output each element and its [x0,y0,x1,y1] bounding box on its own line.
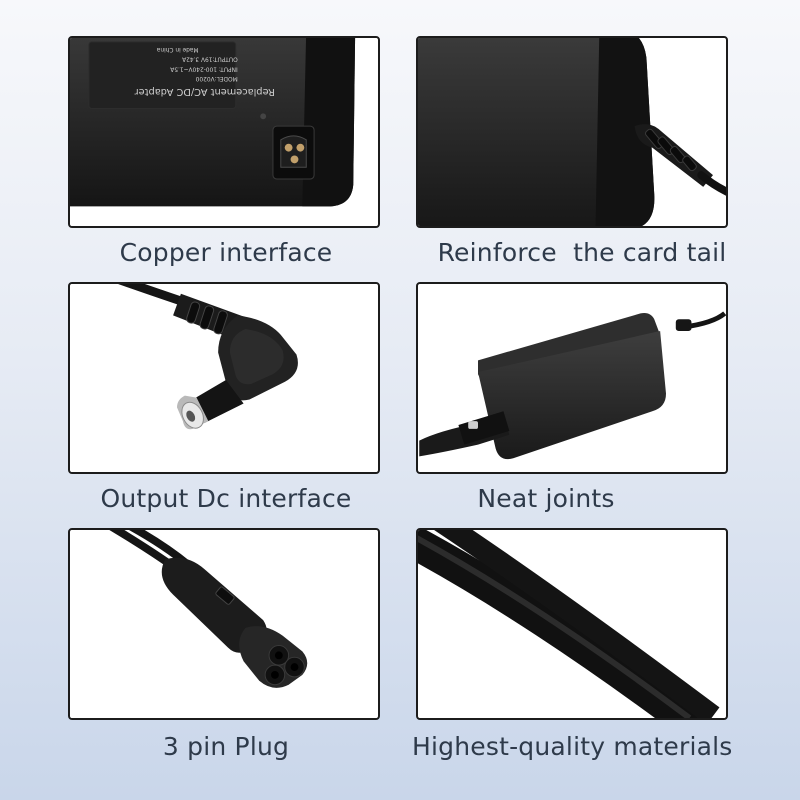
label-line-4: OUTPUT:19V 3.42A [182,56,238,62]
caption-highest-quality-materials: Highest-quality materials [412,732,733,761]
cable-closeup-image [418,530,725,718]
adapter-label-and-socket-image: Replacement AC/DC Adapter MODEL:V0200 IN… [70,38,377,226]
label-line-3: INPUT: 100-240V~1.5A [170,65,237,71]
caption-copper-interface: Copper interface [119,238,333,267]
label-line-5: Made in China [156,46,198,52]
photo-copper-interface: Replacement AC/DC Adapter MODEL:V0200 IN… [68,36,380,228]
cloverleaf-3-pin-connector-image [71,530,377,718]
photo-3-pin-plug [68,528,380,720]
label-line-2: MODEL:V0200 [195,75,237,81]
photo-neat-joints [416,282,728,474]
label-line-1: Replacement AC/DC Adapter [134,86,275,97]
adapter-brick-overview-image [419,284,726,472]
photo-highest-quality-materials [416,528,728,720]
caption-neat-joints: Neat joints [477,484,615,513]
caption-reinforce-card-tail: Reinforce the card tail [437,238,727,267]
right-angle-dc-plug-image [71,284,377,472]
photo-output-dc-interface [68,282,380,474]
caption-output-dc-interface: Output Dc interface [100,484,352,513]
photo-reinforce-card-tail [416,36,728,228]
caption-3-pin-plug: 3 pin Plug [162,732,290,761]
adapter-cable-strain-relief-image [418,38,726,226]
